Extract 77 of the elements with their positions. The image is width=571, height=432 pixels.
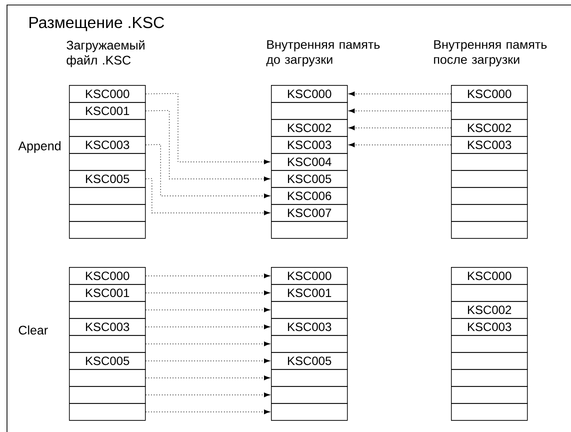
empty-cell <box>451 403 528 421</box>
empty-cell <box>451 102 528 120</box>
arrow <box>145 410 270 414</box>
empty-cell <box>69 369 146 387</box>
empty-cell <box>69 153 146 171</box>
memory-cell: KSC005 <box>271 352 348 370</box>
column-heading: Загружаемый файл .KSC <box>66 40 144 68</box>
arrow <box>348 108 452 114</box>
memory-cell: KSC003 <box>451 318 528 336</box>
empty-cell <box>271 403 348 421</box>
memory-cell: KSC000 <box>451 85 528 103</box>
empty-cell <box>451 204 528 222</box>
arrow <box>145 144 270 198</box>
column-heading: Внутренняя память до загрузки <box>266 40 380 66</box>
memory-cell: KSC005 <box>69 170 146 188</box>
memory-cell: KSC003 <box>69 136 146 154</box>
arrow <box>145 376 270 380</box>
memory-cell: KSC003 <box>451 136 528 154</box>
empty-cell <box>271 335 348 353</box>
empty-cell <box>69 301 146 319</box>
memory-cell: KSC001 <box>271 284 348 302</box>
row-label: Append <box>18 141 60 153</box>
arrow <box>145 274 270 278</box>
memory-cell: KSC000 <box>69 85 146 103</box>
arrow <box>145 392 270 398</box>
title: Размещение .KSC <box>30 16 164 32</box>
row-label: Clear <box>18 325 48 335</box>
empty-cell <box>69 204 146 222</box>
empty-cell <box>271 369 348 387</box>
empty-cell <box>271 221 348 239</box>
empty-cell <box>69 187 146 205</box>
arrow <box>145 93 270 164</box>
arrow <box>348 126 452 130</box>
memory-cell: KSC006 <box>271 187 348 205</box>
memory-cell: KSC002 <box>451 301 528 319</box>
empty-cell <box>451 284 528 302</box>
arrow <box>145 178 270 216</box>
memory-cell: KSC004 <box>271 153 348 171</box>
arrow <box>348 92 452 96</box>
arrow <box>145 358 270 364</box>
empty-cell <box>69 386 146 404</box>
memory-cell: KSC003 <box>271 136 348 154</box>
memory-cell: KSC001 <box>69 102 146 120</box>
arrow <box>145 308 270 312</box>
empty-cell <box>271 386 348 404</box>
empty-cell <box>451 352 528 370</box>
empty-cell <box>451 187 528 205</box>
memory-cell: KSC005 <box>271 170 348 188</box>
memory-cell: KSC000 <box>69 267 146 285</box>
empty-cell <box>451 386 528 404</box>
arrow <box>145 290 270 296</box>
empty-cell <box>451 221 528 239</box>
empty-cell <box>69 335 146 353</box>
empty-cell <box>451 170 528 188</box>
memory-cell: KSC003 <box>69 318 146 336</box>
arrow <box>145 110 270 182</box>
memory-cell: KSC005 <box>69 352 146 370</box>
memory-cell: KSC007 <box>271 204 348 222</box>
empty-cell <box>69 403 146 421</box>
empty-cell <box>69 119 146 137</box>
memory-cell: KSC003 <box>271 318 348 336</box>
empty-cell <box>451 369 528 387</box>
memory-cell: KSC000 <box>271 85 348 103</box>
empty-cell <box>451 153 528 171</box>
column-heading: Внутренняя память после загрузки <box>434 40 547 66</box>
arrow <box>348 142 452 148</box>
memory-cell: KSC002 <box>271 119 348 137</box>
arrow <box>145 342 270 346</box>
memory-cell: KSC002 <box>451 119 528 137</box>
empty-cell <box>451 335 528 353</box>
memory-cell: KSC001 <box>69 284 146 302</box>
arrow <box>145 324 270 330</box>
empty-cell <box>271 102 348 120</box>
empty-cell <box>69 221 146 239</box>
memory-cell: KSC000 <box>451 267 528 285</box>
memory-cell: KSC000 <box>271 267 348 285</box>
empty-cell <box>271 301 348 319</box>
